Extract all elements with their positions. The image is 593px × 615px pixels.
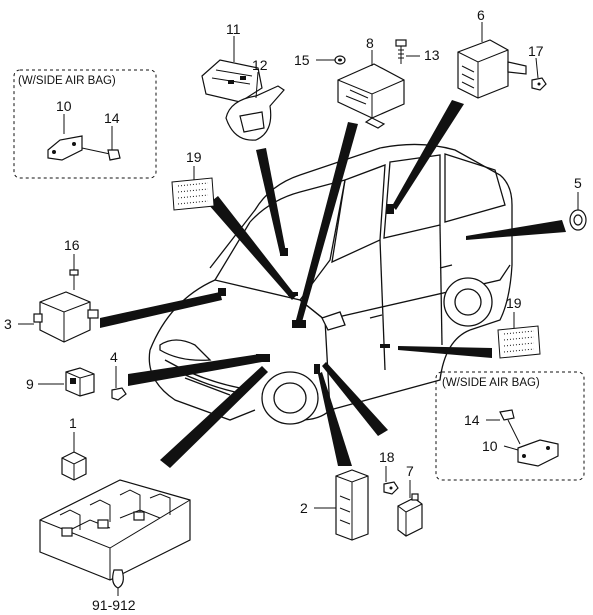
inset-title-left: (W/SIDE AIR BAG) [18, 75, 116, 87]
part-1-relay [61, 451, 87, 481]
inset-box-left [13, 69, 157, 179]
callout-14-right: 14 [464, 412, 480, 428]
part-3-horn-bracket [33, 291, 99, 343]
callout-3: 3 [4, 316, 12, 332]
part-5-sensor [569, 209, 587, 231]
part-6-relay-box [457, 39, 527, 99]
callout-10-right: 10 [482, 438, 498, 454]
part-12-bracket [225, 85, 285, 141]
callout-10-left: 10 [56, 98, 72, 114]
part-2-module [335, 469, 369, 541]
callout-17: 17 [528, 43, 544, 59]
callout-2: 2 [300, 500, 308, 516]
callout-labels: 11 12 15 8 13 6 17 5 19 19 16 3 4 9 1 2 … [4, 7, 582, 613]
part-19-label-b [497, 325, 541, 359]
part-15-nut [334, 55, 346, 65]
mount-points [218, 204, 394, 374]
part-fuse-box [39, 479, 191, 589]
part-9-relay [65, 367, 95, 397]
callout-13: 13 [424, 47, 440, 63]
inset-title-right: (W/SIDE AIR BAG) [442, 377, 540, 389]
callout-6: 6 [477, 7, 485, 23]
part-16-bolt [69, 269, 79, 290]
callout-1: 1 [69, 415, 77, 431]
callout-15: 15 [294, 52, 310, 68]
callout-8: 8 [366, 35, 374, 51]
reference-number: 91-912 [92, 597, 136, 613]
callout-18: 18 [379, 449, 395, 465]
part-19-label-a [171, 177, 215, 211]
callout-9: 9 [26, 376, 34, 392]
inset-box-right [435, 371, 585, 481]
callout-19b: 19 [506, 295, 522, 311]
part-17-nut [531, 77, 547, 91]
part-18-nut [383, 481, 399, 495]
leader-wedges [100, 100, 566, 468]
callout-12: 12 [252, 57, 268, 73]
callout-lines [18, 22, 579, 596]
callout-14-left: 14 [104, 110, 120, 126]
callout-11: 11 [226, 21, 241, 37]
callout-4: 4 [110, 349, 118, 365]
part-8-control-unit [337, 63, 405, 129]
part-4-nut [111, 387, 127, 401]
part-13-bolt [395, 39, 407, 64]
part-11-module [201, 59, 263, 103]
callout-19a: 19 [186, 149, 202, 165]
callout-16: 16 [64, 237, 80, 253]
callout-7: 7 [406, 463, 414, 479]
callout-5: 5 [574, 175, 582, 191]
part-7-sensor [397, 493, 423, 537]
